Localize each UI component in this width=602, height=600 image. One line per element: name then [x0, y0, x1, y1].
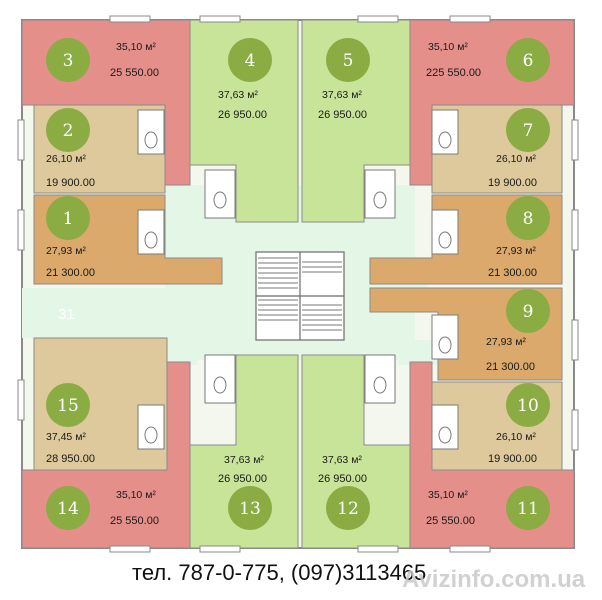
apartment-price: 19 900.00: [46, 177, 95, 189]
apartment-area: 37,63 м²: [322, 89, 362, 101]
apartment-3[interactable]: 3 35,10 м² 25 550.00: [21, 19, 191, 186]
apartment-area: 37,63 м²: [218, 89, 258, 101]
apartment-number: 1: [63, 209, 74, 229]
apartment-price: 21 300.00: [46, 267, 95, 279]
apartment-area: 37,45 м²: [46, 431, 86, 443]
apartment-price: 19 900.00: [488, 177, 537, 189]
apartment-area: 37,63 м²: [322, 454, 362, 466]
apartment-9[interactable]: 9 27,93 м² 21 300.00: [369, 287, 563, 381]
apartment-price: 25 550.00: [110, 515, 159, 527]
watermark: Avizinfo.com.ua: [402, 566, 586, 593]
apartment-number: 6: [523, 51, 534, 71]
phone-number: тел. 787-0-775, (097)3113465: [132, 560, 427, 585]
apartment-area: 35,10 м²: [428, 489, 468, 501]
apartment-number: 3: [63, 51, 74, 71]
apartment-price: 26 950.00: [318, 109, 367, 121]
apartment-number: 12: [337, 499, 359, 519]
apartment-12[interactable]: 12 37,63 м² 26 950.00: [301, 354, 411, 549]
apartment-area: 27,93 м²: [496, 245, 536, 257]
apartment-number: 7: [523, 121, 534, 141]
apartment-15[interactable]: 15 37,45 м² 28 950.00: [33, 337, 168, 471]
apartment-11[interactable]: 11 35,10 м² 25 550.00: [409, 361, 575, 549]
apartment-price: 21 300.00: [486, 361, 535, 373]
apartment-14[interactable]: 14 35,10 м² 25 550.00: [21, 361, 191, 549]
apartment-6[interactable]: 6 35,10 м² 225 550.00: [409, 19, 575, 186]
apartment-number: 5: [343, 51, 354, 71]
apartment-area: 35,10 м²: [116, 489, 156, 501]
apartment-1[interactable]: 1 27,93 м² 21 300.00: [33, 194, 223, 285]
apartment-area: 27,93 м²: [486, 336, 526, 348]
apartment-price: 26 950.00: [218, 473, 267, 485]
apartment-price: 25 550.00: [426, 515, 475, 527]
apartment-number: 8: [523, 209, 534, 229]
apartment-area: 26,10 м²: [496, 431, 536, 443]
apartment-area: 37,63 м²: [224, 454, 264, 466]
apartment-price: 26 950.00: [318, 473, 367, 485]
apartment-number: 4: [245, 51, 256, 71]
bathroom-fixtures: [137, 109, 459, 450]
apartment-number: 9: [523, 302, 534, 322]
apartment-price: 28 950.00: [46, 453, 95, 465]
apartment-price: 21 300.00: [488, 267, 537, 279]
apartment-number: 11: [517, 499, 539, 519]
apartment-area: 26,10 м²: [46, 153, 86, 165]
apartment-area: 27,93 м²: [46, 245, 86, 257]
apartment-price: 25 550.00: [110, 67, 159, 79]
apartment-4[interactable]: 4 37,63 м² 26 950.00: [189, 19, 299, 223]
apartment-8[interactable]: 8 27,93 м² 21 300.00: [369, 194, 563, 285]
apartment-area: 26,10 м²: [496, 153, 536, 165]
apartment-price: 26 950.00: [218, 109, 267, 121]
stair-core: [255, 251, 345, 341]
apartment-number: 10: [517, 396, 539, 416]
apartment-area: 35,10 м²: [116, 41, 156, 53]
apartment-area: 35,10 м²: [428, 41, 468, 53]
apartment-price: 225 550.00: [426, 67, 481, 79]
apartment-number: 15: [57, 396, 79, 416]
corridor-label: 31: [58, 306, 75, 323]
apartment-5[interactable]: 5 37,63 м² 26 950.00: [301, 19, 411, 223]
apartment-price: 19 900.00: [488, 453, 537, 465]
apartment-number: 2: [63, 121, 74, 141]
apartment-number: 14: [57, 499, 79, 519]
apartment-number: 13: [239, 499, 261, 519]
windows: [17, 15, 579, 553]
